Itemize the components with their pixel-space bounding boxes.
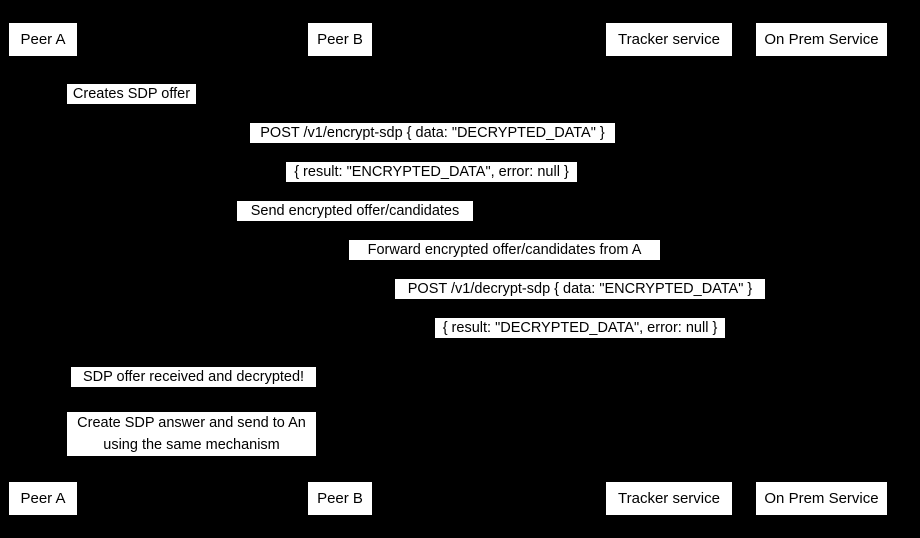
actor-on-prem-service-top[interactable]: On Prem Service: [755, 22, 888, 57]
actor-tracker-service-bottom[interactable]: Tracker service: [605, 481, 733, 516]
arrow-post-decrypt-sdp: [340, 299, 821, 305]
actor-peer-a-bottom[interactable]: Peer A: [8, 481, 78, 516]
actor-on-prem-service-bottom[interactable]: On Prem Service: [755, 481, 888, 516]
lifeline-peer-b: [340, 57, 341, 481]
arrow-decrypt-sdp-result: [340, 338, 821, 344]
message-forward-encrypted-offer: Forward encrypted offer/candidates from …: [349, 240, 660, 260]
selfloop-creates-sdp-offer: [43, 80, 66, 112]
lifeline-tracker-service: [669, 57, 670, 481]
selfloop-sdp-offer-received: [340, 363, 363, 395]
arrow-send-encrypted-offer: [43, 221, 669, 227]
actor-peer-b-top[interactable]: Peer B: [307, 22, 373, 57]
message-post-decrypt-sdp: POST /v1/decrypt-sdp { data: "ENCRYPTED_…: [395, 279, 765, 299]
message-send-encrypted-offer: Send encrypted offer/candidates: [237, 201, 473, 221]
actor-peer-a-top[interactable]: Peer A: [8, 22, 78, 57]
actor-tracker-service-top[interactable]: Tracker service: [605, 22, 733, 57]
message-post-encrypt-sdp: POST /v1/encrypt-sdp { data: "DECRYPTED_…: [250, 123, 615, 143]
arrow-forward-encrypted-offer: [340, 260, 669, 266]
lifeline-on-prem-service: [821, 57, 822, 481]
actor-peer-b-bottom[interactable]: Peer B: [307, 481, 373, 516]
message-create-sdp-answer: Create SDP answer and send to An using t…: [67, 412, 316, 456]
selfloop-create-sdp-answer: [340, 408, 363, 462]
message-creates-sdp-offer: Creates SDP offer: [67, 84, 196, 104]
message-encrypt-sdp-result: { result: "ENCRYPTED_DATA", error: null …: [286, 162, 577, 182]
lifeline-peer-a: [43, 57, 44, 481]
arrow-encrypt-sdp-result: [43, 182, 821, 188]
arrow-post-encrypt-sdp: [43, 143, 821, 149]
message-sdp-offer-received: SDP offer received and decrypted!: [71, 367, 316, 387]
message-decrypt-sdp-result: { result: "DECRYPTED_DATA", error: null …: [435, 318, 725, 338]
